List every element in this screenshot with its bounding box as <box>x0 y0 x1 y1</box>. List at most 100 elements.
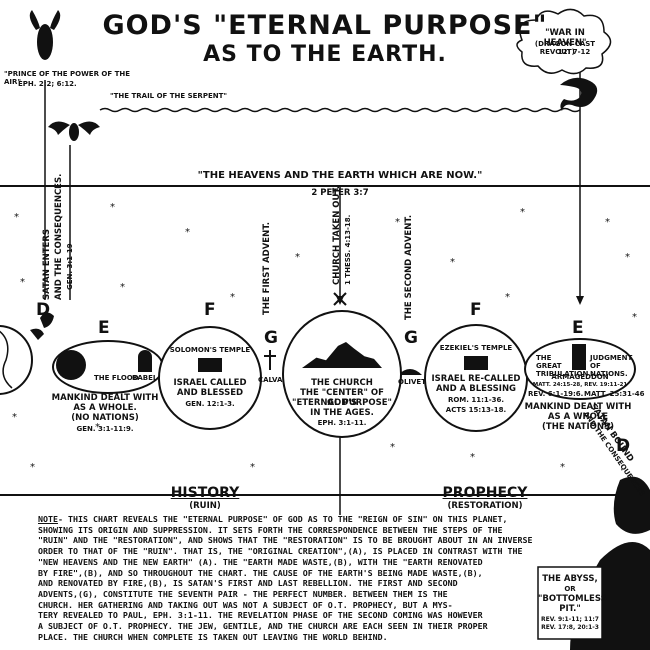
f-right-line2: ISRAEL RE-CALLED <box>431 374 521 384</box>
note-line: A SUBJECT OF O.T. PROPHECY. THE JEW, GEN… <box>38 621 488 632</box>
svg-text:*: * <box>625 252 630 263</box>
svg-text:*: * <box>450 257 455 268</box>
svg-text:*: * <box>14 212 19 223</box>
war-cloud <box>516 8 612 75</box>
circle-e-left: THE FLOOD BABEL <box>52 340 164 394</box>
letter-f-left: F <box>204 300 216 320</box>
great-trib-label: THE GREAT TRIBULATION <box>536 354 589 378</box>
abyss-ref1: REV. 9:1-11; 11:7 <box>541 616 599 623</box>
earth-globe <box>0 325 33 395</box>
center-line2: THE "CENTER" OF GOD'S <box>300 388 384 408</box>
e-left-line1: MANKIND DEALT WITH <box>51 393 159 403</box>
throne-icon <box>572 344 586 370</box>
center-line5: EPH. 3:1-11. <box>317 419 367 427</box>
svg-text:*: * <box>560 462 565 473</box>
satan-enters-label: SATAN ENTERS <box>42 228 52 300</box>
note-line: ADVENTS,(G), CONSTITUTE THE SEVENTH PAIR… <box>38 588 448 599</box>
f-right-line5: ACTS 15:13-18. <box>445 406 507 414</box>
ruin-label: (RUIN) <box>189 501 221 511</box>
note-line: ORDER TO THAT OF THE "RUIN". THAT IS, TH… <box>38 546 523 557</box>
f-left-line4: GEN. 12:1-3. <box>185 400 235 408</box>
note-line: PLACE. THE CHURCH WHEN COMPLETE IS TAKEN… <box>38 631 388 642</box>
abyss-line2: OR <box>564 585 576 593</box>
angel-figure <box>29 10 61 60</box>
history-label: HISTORY <box>170 485 240 501</box>
e-right-line2: AS A WHOLE <box>547 412 609 422</box>
note-line: CHURCH. HER GATHERING AND TAKING OUT WAS… <box>38 599 453 610</box>
satan-ref: GEN. 3:1-19 <box>66 243 74 290</box>
circle-center: THE CHURCH THE "CENTER" OF GOD'S "ETERNA… <box>282 310 402 438</box>
armageddon-label: ARMAGEDDON <box>551 373 609 381</box>
note-line: SHOWING ITS ORIGIN AND SUPPRESSION. IT S… <box>38 524 503 535</box>
chart-subtitle: AS TO THE EARTH. <box>203 42 447 67</box>
svg-text:*: * <box>120 282 125 293</box>
flood-label: THE FLOOD <box>94 374 139 382</box>
svg-text:*: * <box>395 217 400 228</box>
note-line: BY FIRE",(B), AND SO THROUGHOUT THE CHAR… <box>38 567 483 578</box>
circle-f-left: SOLOMON'S TEMPLE ISRAEL CALLED AND BLESS… <box>158 326 262 430</box>
calvary-label: CALVARY <box>258 376 293 384</box>
serpent-trail-line <box>99 107 581 113</box>
judgment-label: JUDGMENT OF NATIONS. <box>590 354 633 378</box>
church-taken-label: CHURCH TAKEN OUT. <box>332 185 342 285</box>
svg-text:*: * <box>185 227 190 238</box>
svg-text:*: * <box>470 452 475 463</box>
center-line4: IN THE AGES. <box>310 408 374 418</box>
svg-text:*: * <box>605 217 610 228</box>
heavens-label: "THE HEAVENS AND THE EARTH WHICH ARE NOW… <box>197 170 483 181</box>
trail-label: "THE TRAIL OF THE SERPENT" <box>110 92 228 100</box>
svg-text:*: * <box>30 462 35 473</box>
f-left-line3: AND BLESSED <box>176 388 244 398</box>
letter-d-right: D <box>616 436 631 456</box>
svg-text:*: * <box>95 422 100 433</box>
prince-ref: EPH. 2:2; 6:12. <box>18 80 77 88</box>
heavens-ref: 2 PETER 3:7 <box>311 188 369 198</box>
letter-g-right: G <box>404 328 418 348</box>
olivet-label: OLIVET <box>398 378 426 386</box>
war-label: "WAR IN HEAVEN" <box>543 28 587 48</box>
prince-label: "PRINCE OF THE POWER OF THE AIR" <box>4 70 131 86</box>
note-line: TERY REVEALED TO PAUL, EPH. 3:1-11. THE … <box>38 610 483 621</box>
letter-g-left: G <box>264 328 278 348</box>
note-line: AND RENOVATED BY FIRE,(B), IS SATAN'S FI… <box>38 578 458 589</box>
f-right-line4: ROM. 11:1-36. <box>447 396 505 404</box>
letter-e-left: E <box>98 318 110 338</box>
svg-text:*: * <box>632 312 637 323</box>
center-line3: "ETERNAL PURPOSE" <box>292 398 392 408</box>
note-line: - THIS CHART REVEALS THE "ETERNAL PURPOS… <box>57 514 508 524</box>
mountain-icon <box>302 342 382 368</box>
temple-icon <box>198 358 222 372</box>
svg-text:*: * <box>110 202 115 213</box>
solomon-temple-label: SOLOMON'S TEMPLE <box>169 346 251 354</box>
consequences-label: AND THE CONSEQUENCES. <box>54 173 64 300</box>
babel-label: BABEL <box>132 374 158 382</box>
svg-text:*: * <box>505 292 510 303</box>
letter-e-right: E <box>572 318 584 338</box>
e-left-line2: AS A WHOLE. <box>73 403 137 413</box>
letter-f-right: F <box>470 300 482 320</box>
note-line: "RUIN" AND THE "RESTORATION", AND SHOWS … <box>38 535 533 546</box>
babel-tower <box>138 350 152 372</box>
e-right-line1: MANKIND DEALT WITH <box>524 402 632 412</box>
note-block: NOTE- THIS CHART REVEALS THE "ETERNAL PU… <box>38 514 598 642</box>
first-advent-label: THE FIRST ADVENT. <box>262 222 272 315</box>
circle-e-right: THE GREAT TRIBULATION JUDGMENT OF NATION… <box>524 338 636 400</box>
circle-f-right: EZEKIEL'S TEMPLE ISRAEL RE-CALLED AND A … <box>424 324 528 432</box>
svg-text:*: * <box>390 442 395 453</box>
flood-earth <box>56 350 86 380</box>
note-heading: NOTE <box>38 514 58 524</box>
f-right-line3: AND A BLESSING <box>435 384 517 394</box>
church-taken-ref: 1 THESS. 4:13-18. <box>344 214 352 285</box>
f-left-line2: ISRAEL CALLED <box>173 378 247 388</box>
temple-icon-right <box>464 356 488 370</box>
abyss-line1: THE ABYSS, <box>542 574 598 584</box>
svg-text:*: * <box>520 207 525 218</box>
letter-d-left: D <box>36 300 51 320</box>
matt-ref: MATT. 25:31-46 <box>584 390 645 398</box>
center-line1: THE CHURCH <box>311 378 373 388</box>
svg-text:*: * <box>12 412 17 423</box>
war-ref: REV 12: 7-12 <box>539 48 591 56</box>
second-advent-label: THE SECOND ADVENT. <box>404 214 414 320</box>
ezekiel-temple-label: EZEKIEL'S TEMPLE <box>439 344 513 352</box>
